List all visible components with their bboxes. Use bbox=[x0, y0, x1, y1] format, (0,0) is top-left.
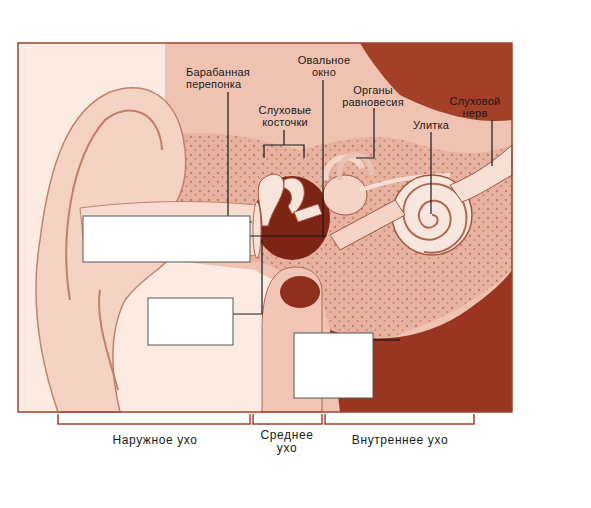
frame-background bbox=[18, 43, 512, 412]
tube-opening bbox=[280, 276, 320, 308]
part-label: Слуховые косточки bbox=[248, 104, 322, 128]
eardrum bbox=[253, 202, 261, 258]
leader-line bbox=[430, 132, 431, 214]
auricle-fold bbox=[99, 290, 118, 390]
leader-line bbox=[322, 80, 323, 238]
dark-tissue bbox=[360, 43, 512, 121]
leader-line bbox=[356, 108, 374, 158]
leader-line bbox=[250, 235, 326, 236]
section-label: Наружное ухо bbox=[80, 434, 230, 447]
malleus bbox=[258, 174, 284, 226]
incus bbox=[284, 178, 304, 214]
part-label: Овальное окно bbox=[293, 54, 355, 78]
blank-answer-box bbox=[148, 298, 233, 345]
semicircular-canal bbox=[340, 155, 372, 180]
part-label: Барабанная перепонка bbox=[186, 66, 272, 90]
section-bracket bbox=[325, 414, 474, 424]
part-label: Слуховой нерв bbox=[440, 95, 510, 119]
leader-line bbox=[491, 120, 492, 166]
section-bracket bbox=[253, 414, 322, 424]
frame-border bbox=[18, 43, 512, 412]
section-label: Среднее ухо bbox=[254, 429, 320, 455]
vestibule bbox=[323, 175, 367, 215]
leader-line bbox=[228, 92, 252, 222]
blank-answer-box bbox=[83, 216, 250, 262]
leader-bracket bbox=[264, 130, 304, 158]
cochlear-base bbox=[330, 200, 405, 250]
part-label: Улитка bbox=[402, 119, 460, 131]
blank-answer-box bbox=[294, 333, 373, 398]
part-label: Органы равновесия bbox=[336, 84, 410, 108]
section-bracket bbox=[58, 414, 250, 424]
stapes bbox=[294, 204, 322, 222]
auditory-nerve bbox=[450, 145, 512, 202]
leader-line bbox=[373, 339, 400, 340]
section-label: Внутреннее ухо bbox=[325, 434, 475, 447]
